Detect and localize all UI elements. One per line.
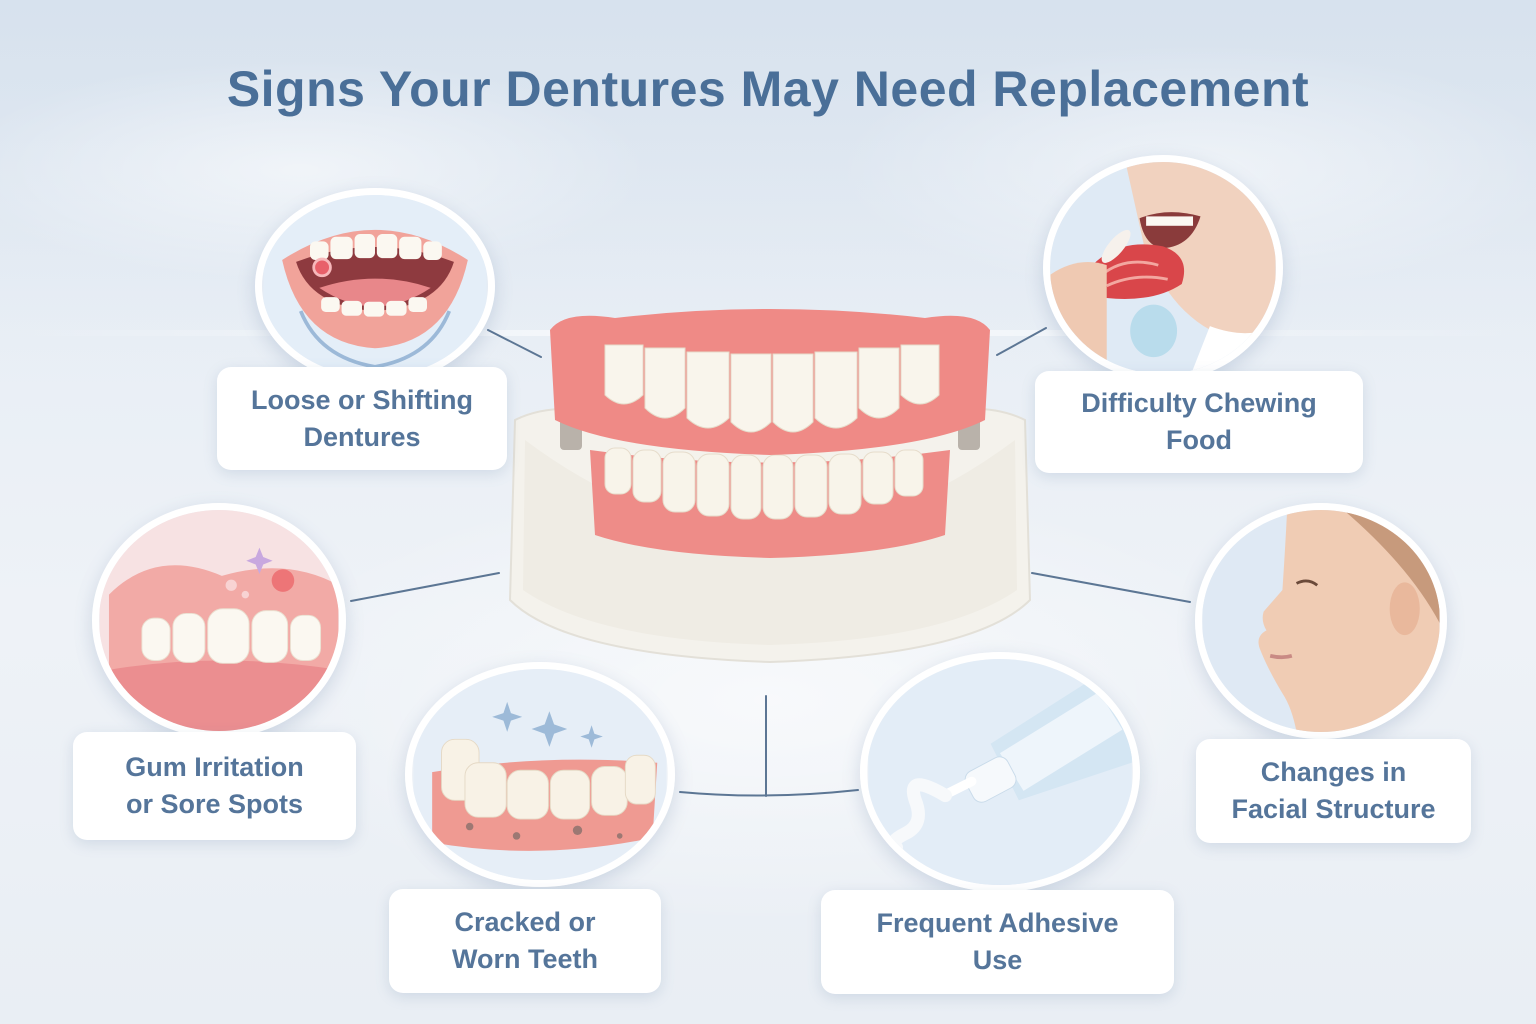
denture-model-icon <box>508 309 1032 664</box>
sign-label-cracked: Cracked or Worn Teeth <box>452 907 598 974</box>
sign-label-gum: Gum Irritation or Sore Spots <box>125 752 304 819</box>
sign-card-facial: Changes in Facial Structure <box>1196 739 1471 843</box>
page-title: Signs Your Dentures May Need Replacement <box>226 61 1310 117</box>
sign-card-adhesive: Frequent Adhesive Use <box>821 890 1174 994</box>
open-mouth-sore-icon <box>263 195 487 377</box>
sign-label-loose: Loose or Shifting Dentures <box>251 384 473 452</box>
sign-image-loose <box>255 188 495 384</box>
sign-image-facial <box>1195 503 1447 739</box>
sign-image-gum <box>92 503 346 738</box>
sign-label-chewing: Difficulty Chewing Food <box>1081 388 1317 455</box>
sign-image-adhesive <box>860 652 1140 892</box>
sign-label-facial: Changes in Facial Structure <box>1231 757 1436 824</box>
sign-card-gum: Gum Irritation or Sore Spots <box>73 732 356 840</box>
sign-image-chewing <box>1043 155 1283 381</box>
person-chewing-icon <box>1050 162 1276 374</box>
sign-label-adhesive: Frequent Adhesive Use <box>876 908 1119 975</box>
sign-card-chewing: Difficulty Chewing Food <box>1035 371 1363 473</box>
connector-gum <box>350 572 500 602</box>
face-profile-icon <box>1202 510 1440 732</box>
sign-card-cracked: Cracked or Worn Teeth <box>389 889 661 993</box>
denture-model-image <box>505 300 1035 670</box>
sign-image-cracked <box>405 662 675 887</box>
sign-card-loose: Loose or Shifting Dentures <box>217 367 507 470</box>
worn-denture-icon <box>413 669 667 880</box>
connector-bottom <box>679 789 859 797</box>
irritated-gum-icon <box>99 510 339 731</box>
connector-facial <box>1031 572 1191 603</box>
adhesive-tube-icon <box>868 659 1132 885</box>
